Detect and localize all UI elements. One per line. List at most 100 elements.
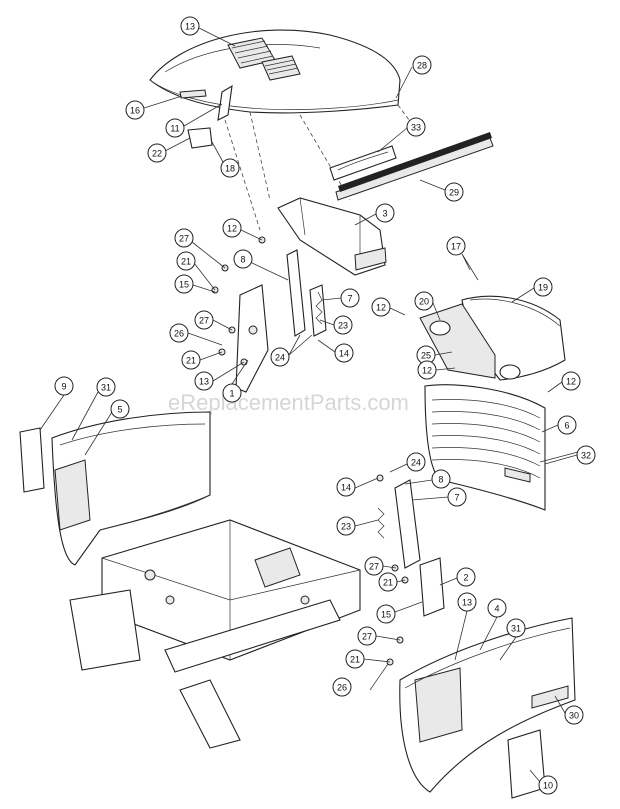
callout-c-13-mid: 13: [194, 371, 214, 391]
callout-c-12-a: 12: [222, 218, 242, 238]
callout-c-23-b: 23: [336, 516, 356, 536]
callout-c-31-b: 31: [506, 618, 526, 638]
callout-c-23-a: 23: [333, 315, 353, 335]
callout-c-13-low: 13: [457, 592, 477, 612]
callout-number: 7: [347, 294, 352, 304]
hood-logo-decal: [329, 145, 397, 181]
dash-bracket: [277, 197, 387, 276]
callout-c-24-a: 24: [270, 347, 290, 367]
callout-number: 11: [170, 124, 179, 134]
callout-circle: [220, 158, 240, 178]
callout-c-14-a: 14: [334, 343, 354, 363]
callout-circle: [336, 477, 356, 497]
callout-c-14-b: 14: [336, 477, 356, 497]
callout-c-27-c: 27: [364, 556, 384, 576]
callout-circle: [333, 315, 353, 335]
callout-number: 27: [362, 632, 372, 642]
callout-number: 12: [422, 366, 432, 376]
callout-number: 21: [383, 578, 393, 588]
callout-circle: [406, 117, 426, 137]
callout-c-15-b: 15: [376, 604, 396, 624]
callout-number: 13: [185, 22, 195, 32]
hood-latch-bracket: [217, 84, 233, 121]
left-side-panel: [51, 411, 211, 566]
callout-circle: [222, 383, 242, 403]
callout-circle: [378, 572, 398, 592]
callout-circle: [447, 487, 467, 507]
callout-c-21-a: 21: [176, 251, 196, 271]
callout-c-12-c: 12: [417, 360, 437, 380]
callout-circle: [446, 236, 466, 256]
callout-circle: [181, 350, 201, 370]
callout-c-27-a: 27: [174, 228, 194, 248]
front-grille: [424, 384, 546, 511]
callout-c-3: 3: [375, 203, 395, 223]
callout-circle: [165, 118, 185, 138]
callout-c-21-d: 21: [345, 649, 365, 669]
callout-circle: [147, 143, 167, 163]
callout-c-5: 5: [110, 399, 130, 419]
callout-circle: [176, 251, 196, 271]
callout-circle: [506, 618, 526, 638]
callout-circle: [412, 55, 432, 75]
callout-c-7-a: 7: [340, 288, 360, 308]
callout-c-8-b: 8: [431, 469, 451, 489]
callout-number: 14: [339, 349, 349, 359]
callout-circle: [340, 288, 360, 308]
callout-number: 14: [341, 483, 351, 493]
callout-c-26-a: 26: [169, 323, 189, 343]
callout-c-19: 19: [533, 277, 553, 297]
callout-c-30: 30: [564, 705, 584, 725]
chassis-frame: [69, 519, 361, 749]
callout-number: 12: [227, 224, 237, 234]
callout-circle: [431, 469, 451, 489]
callout-number: 19: [538, 283, 548, 293]
callout-number: 27: [369, 562, 379, 572]
callout-c-22: 22: [147, 143, 167, 163]
callout-circle: [406, 452, 426, 472]
callout-c-21-b: 21: [181, 350, 201, 370]
callout-circle: [444, 182, 464, 202]
callout-number: 4: [494, 604, 499, 614]
callout-circle: [417, 360, 437, 380]
callout-number: 16: [130, 106, 140, 116]
callout-c-11: 11: [165, 118, 185, 138]
callout-circle: [564, 705, 584, 725]
callout-c-18: 18: [220, 158, 240, 178]
callout-circle: [332, 677, 352, 697]
callout-number: 21: [181, 257, 191, 267]
hood-vent-grill: [227, 37, 301, 81]
callout-c-2: 2: [456, 567, 476, 587]
callout-c-9: 9: [54, 376, 74, 396]
support-arm-lower: [394, 479, 421, 569]
callout-number: 27: [179, 234, 189, 244]
callout-number: 13: [462, 598, 472, 608]
callout-circle: [270, 347, 290, 367]
callout-circle: [533, 277, 553, 297]
callout-number: 1: [229, 389, 234, 399]
hood-hinge-plate: [187, 127, 213, 149]
callout-c-32: 32: [576, 445, 596, 465]
callout-number: 6: [564, 421, 569, 431]
callout-number: 31: [101, 383, 111, 393]
callout-circle: [180, 16, 200, 36]
hood-handle: [179, 89, 207, 99]
callout-number: 13: [199, 377, 209, 387]
callout-circle: [557, 415, 577, 435]
callout-c-12-d: 12: [561, 371, 581, 391]
callout-number: 12: [376, 303, 386, 313]
callout-c-21-c: 21: [378, 572, 398, 592]
callout-number: 15: [179, 280, 189, 290]
callout-circle: [376, 604, 396, 624]
hood: [149, 29, 401, 149]
callout-c-15-a: 15: [174, 274, 194, 294]
callout-c-26-b: 26: [332, 677, 352, 697]
callout-c-27-d: 27: [357, 626, 377, 646]
callout-circle: [194, 371, 214, 391]
callout-c-20: 20: [414, 291, 434, 311]
callout-c-17: 17: [446, 236, 466, 256]
callout-number: 26: [174, 329, 184, 339]
